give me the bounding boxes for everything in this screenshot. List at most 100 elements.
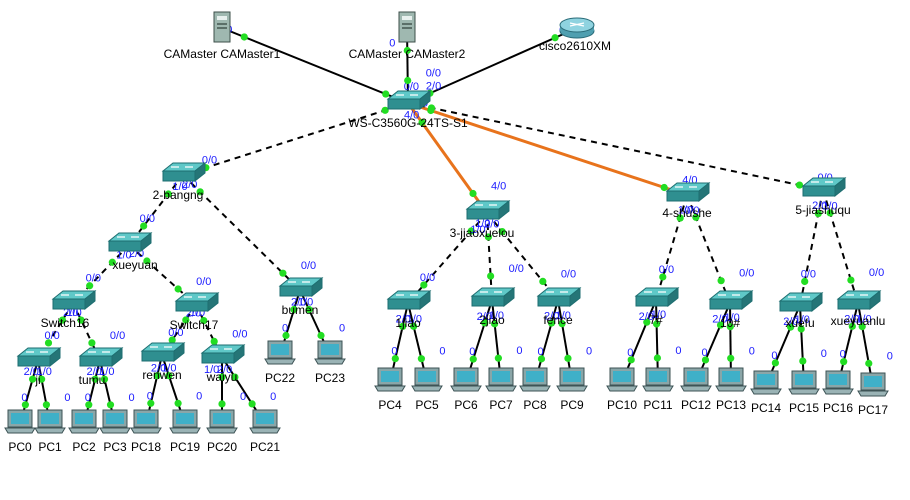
switch-bumen[interactable]: bumen <box>278 276 324 317</box>
port-dot <box>210 337 218 345</box>
pc-pc14[interactable]: PC14 <box>750 370 782 415</box>
switch-switch16[interactable]: Switch16 <box>41 289 97 330</box>
port-dot <box>717 277 725 285</box>
link-s5-xueyuanlu[interactable] <box>822 189 859 304</box>
port-dot <box>840 358 848 366</box>
pc-pc18[interactable]: PC18 <box>130 409 162 454</box>
switch-xuefu[interactable]: xuefu <box>778 291 824 330</box>
server-camaster-camaster1[interactable]: CAMaster CAMaster1 <box>164 11 281 61</box>
port-dot <box>652 320 661 328</box>
server-camaster-camaster2[interactable]: CAMaster CAMaster2 <box>349 11 466 61</box>
link-router-core[interactable] <box>407 27 578 104</box>
server-icon <box>398 11 416 43</box>
router-cisco2610xm[interactable]: cisco2610XM <box>539 17 611 53</box>
pc-pc13[interactable]: PC13 <box>715 367 747 412</box>
pc-pc16[interactable]: PC16 <box>822 370 854 415</box>
pc-pc2[interactable]: PC2 <box>68 409 100 454</box>
switch-2-bangng[interactable]: 2-bangng <box>153 161 207 202</box>
pc-pc12[interactable]: PC12 <box>680 367 712 412</box>
pc-icon <box>169 409 201 434</box>
switch-switch17[interactable]: Switch17 <box>170 291 220 332</box>
port-dot <box>481 319 489 327</box>
switch-icon <box>107 231 153 253</box>
link-xueyuan-sw17[interactable] <box>128 244 197 306</box>
node-label: PC8 <box>523 398 547 412</box>
port-label: 0 <box>675 345 681 357</box>
node-label: PC21 <box>250 440 280 454</box>
port-label: 1/0 <box>161 363 176 375</box>
node-label: 5-jiashuqu <box>795 203 850 217</box>
port-dot <box>143 257 151 265</box>
port-label: 0/0 <box>110 330 125 342</box>
switch-2jiao[interactable]: 2jiao <box>470 286 516 327</box>
port-dot <box>290 305 298 314</box>
switch-3-jiaoxuelou[interactable]: 3-jiaoxuelou <box>450 199 515 240</box>
port-dot <box>164 190 172 198</box>
port-label: 0/0 <box>86 273 101 285</box>
node-label: PC14 <box>751 401 781 415</box>
port-label: 2/0 <box>783 316 798 328</box>
pc-pc19[interactable]: PC19 <box>169 409 201 454</box>
link-s3-jiao2[interactable] <box>486 212 493 301</box>
link-s3-fence[interactable] <box>486 212 559 301</box>
pc-pc3[interactable]: PC3 <box>99 409 131 454</box>
pc-pc21[interactable]: PC21 <box>249 409 281 454</box>
switch-icon <box>708 289 754 311</box>
link-core-s5[interactable] <box>407 102 824 191</box>
port-label: 1/0 <box>678 204 693 216</box>
link-s4-n10[interactable] <box>686 194 731 304</box>
node-label: PC4 <box>378 398 402 412</box>
port-label: 0 <box>537 346 543 358</box>
port-label: 2/0 <box>217 364 232 376</box>
pc-pc20[interactable]: PC20 <box>206 409 238 454</box>
router-icon <box>559 17 595 39</box>
link-s2-xueyuan[interactable] <box>128 174 184 246</box>
pc-pc4[interactable]: PC4 <box>374 367 406 412</box>
port-dot <box>420 281 428 289</box>
port-label: 1/0 <box>67 307 82 319</box>
pc-pc7[interactable]: PC7 <box>485 367 517 412</box>
link-core-s4[interactable] <box>407 101 688 197</box>
switch-waiyu[interactable]: waiyu <box>200 343 246 384</box>
pc-pc6[interactable]: PC6 <box>450 367 482 412</box>
port-label: 0 <box>771 350 777 362</box>
port-dot <box>660 183 668 192</box>
switch-7[interactable]: 7# <box>634 286 680 327</box>
port-label: 0 <box>196 390 202 402</box>
port-dot <box>58 316 67 324</box>
pc-pc1[interactable]: PC1 <box>34 409 66 454</box>
switch-ji[interactable]: ji <box>16 346 62 387</box>
switch-5-jiashuqu[interactable]: 5-jiashuqu <box>795 176 851 217</box>
link-s3-jiao1[interactable] <box>407 212 488 304</box>
pc-pc5[interactable]: PC5 <box>411 367 443 412</box>
switch-xueyuanlu[interactable]: xueyuanlu <box>831 289 886 328</box>
pc-pc11[interactable]: PC11 <box>642 367 674 412</box>
switch-10[interactable]: 10# <box>708 289 754 330</box>
link-s5-xuefu[interactable] <box>799 189 824 306</box>
switch-1jiao[interactable]: 1jiao <box>386 289 432 330</box>
pc-pc15[interactable]: PC15 <box>788 370 820 415</box>
port-label: 2/0 <box>484 219 499 231</box>
node-label: 2jiao <box>479 313 505 327</box>
switch-renwen[interactable]: renwen <box>140 341 186 382</box>
switch-xueyuan[interactable]: xueyuan <box>107 231 158 272</box>
pc-pc8[interactable]: PC8 <box>519 367 551 412</box>
pc-pc0[interactable]: PC0 <box>4 409 36 454</box>
switch-ws-c3560g-24ts-s1[interactable]: WS-C3560G-24TS-S1 <box>348 89 468 130</box>
pc-pc23[interactable]: PC23 <box>314 340 346 385</box>
pc-pc22[interactable]: PC22 <box>264 340 296 385</box>
port-label: 0 <box>701 347 707 359</box>
link-s4-n7[interactable] <box>655 194 688 301</box>
switch-4-shushe[interactable]: 4-shushe <box>662 181 712 220</box>
pc-pc17[interactable]: PC17 <box>857 372 889 417</box>
port-dot <box>848 322 856 330</box>
port-label: 1/0 <box>856 313 871 325</box>
pc-pc9[interactable]: PC9 <box>556 367 588 412</box>
pc-pc10[interactable]: PC10 <box>606 367 638 412</box>
switch-tumu[interactable]: tumu <box>78 346 124 387</box>
switch-icon <box>161 161 207 183</box>
port-dot <box>42 401 51 409</box>
switch-fence[interactable]: fence <box>536 286 582 327</box>
link-cam1-core[interactable] <box>221 27 409 104</box>
